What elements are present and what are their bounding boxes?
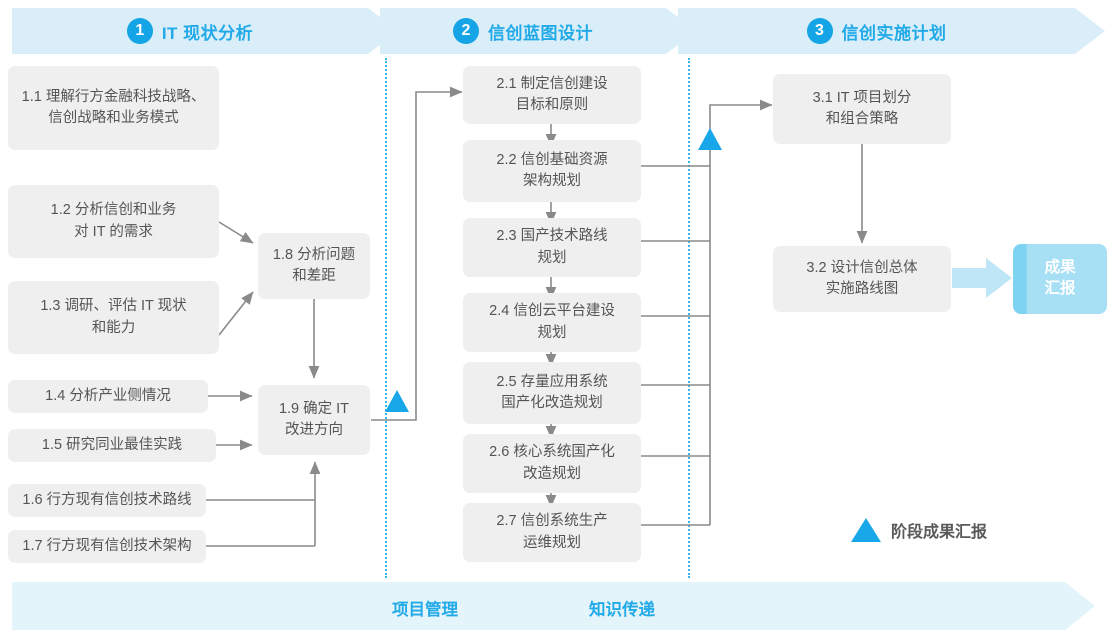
task-text-1-5: 1.5 研究同业最佳实践 xyxy=(41,436,183,453)
task-box-2-7[interactable]: 2.7 信创系统生产运维规划 xyxy=(463,503,641,562)
task-box-2-4[interactable]: 2.4 信创云平台建设规划 xyxy=(463,293,641,352)
task-box-1-2[interactable]: 1.2 分析信创和业务对 IT 的需求 xyxy=(8,185,219,258)
task-box-2-3[interactable]: 2.3 国产技术路线规划 xyxy=(463,218,641,277)
task-text-2-2: 2.2 信创基础资源架构规划 xyxy=(496,151,608,189)
phase-divider-2 xyxy=(688,58,690,578)
task-box-2-6[interactable]: 2.6 核心系统国产化改造规划 xyxy=(463,434,641,493)
task-box-3-1[interactable]: 3.1 IT 项目划分和组合策略 xyxy=(773,74,951,144)
phase-header-1: 1 IT 现状分析 xyxy=(12,8,368,54)
task-text-2-1: 2.1 制定信创建设目标和原则 xyxy=(496,75,608,113)
phase-title-2: 信创蓝图设计 xyxy=(488,23,593,43)
task-box-2-5[interactable]: 2.5 存量应用系统国产化改造规划 xyxy=(463,362,641,424)
milestone-triangle-2 xyxy=(698,128,722,150)
task-box-2-1[interactable]: 2.1 制定信创建设目标和原则 xyxy=(463,66,641,124)
milestone-triangle-1 xyxy=(385,390,409,412)
task-box-3-2[interactable]: 3.2 设计信创总体实施路线图 xyxy=(773,246,951,312)
deliverable-arrow-icon xyxy=(952,258,1012,298)
phase-title-3: 信创实施计划 xyxy=(841,23,947,43)
phase-number-3: 3 xyxy=(806,18,833,44)
phase-header-3: 3 信创实施计划 xyxy=(678,8,1075,54)
band-label-knowledge-transfer: 知识传递 xyxy=(589,601,655,619)
deliverable-chip[interactable]: 成果汇报 xyxy=(1013,244,1107,314)
task-text-1-3: 1.3 调研、评估 IT 现状和能力 xyxy=(40,298,187,336)
task-text-3-1: 3.1 IT 项目划分和组合策略 xyxy=(812,89,912,127)
phase-divider-1 xyxy=(385,58,387,578)
task-text-2-4: 2.4 信创云平台建设规划 xyxy=(489,303,615,341)
phase-title-1: IT 现状分析 xyxy=(161,23,254,43)
task-text-1-2: 1.2 分析信创和业务对 IT 的需求 xyxy=(50,202,177,240)
task-text-1-7: 1.7 行方现有信创技术架构 xyxy=(22,537,192,554)
band-label-project-management: 项目管理 xyxy=(392,601,458,619)
task-text-3-2: 3.2 设计信创总体实施路线图 xyxy=(806,259,918,297)
phase-number-2: 2 xyxy=(453,18,479,44)
task-text-2-6: 2.6 核心系统国产化改造规划 xyxy=(489,444,615,482)
task-box-1-4[interactable]: 1.4 分析产业侧情况 xyxy=(8,380,208,413)
phase-number-1: 1 xyxy=(126,18,153,44)
task-text-2-3: 2.3 国产技术路线规划 xyxy=(496,228,608,266)
task-box-1-7[interactable]: 1.7 行方现有信创技术架构 xyxy=(8,530,206,563)
task-box-1-5[interactable]: 1.5 研究同业最佳实践 xyxy=(8,429,216,462)
phase-header-2: 2 信创蓝图设计 xyxy=(380,8,666,54)
task-text-1-1: 1.1 理解行方金融科技战略、信创战略和业务模式 xyxy=(21,88,206,126)
task-text-2-5: 2.5 存量应用系统国产化改造规划 xyxy=(496,373,608,411)
task-box-1-1[interactable]: 1.1 理解行方金融科技战略、信创战略和业务模式 xyxy=(8,66,219,150)
task-box-1-8[interactable]: 1.8 分析问题和差距 xyxy=(258,233,370,299)
legend: 阶段成果汇报 xyxy=(851,518,987,542)
task-text-1-8: 1.8 分析问题和差距 xyxy=(272,246,356,284)
task-text-1-6: 1.6 行方现有信创技术路线 xyxy=(22,491,192,508)
task-box-2-2[interactable]: 2.2 信创基础资源架构规划 xyxy=(463,140,641,202)
task-box-1-3[interactable]: 1.3 调研、评估 IT 现状和能力 xyxy=(8,281,219,354)
triangle-up-icon xyxy=(851,518,881,542)
legend-label: 阶段成果汇报 xyxy=(891,524,988,541)
task-text-1-4: 1.4 分析产业侧情况 xyxy=(45,387,171,404)
task-text-2-7: 2.7 信创系统生产运维规划 xyxy=(496,513,608,551)
task-box-1-6[interactable]: 1.6 行方现有信创技术路线 xyxy=(8,484,206,517)
deliverable-label: 成果汇报 xyxy=(1044,259,1076,297)
